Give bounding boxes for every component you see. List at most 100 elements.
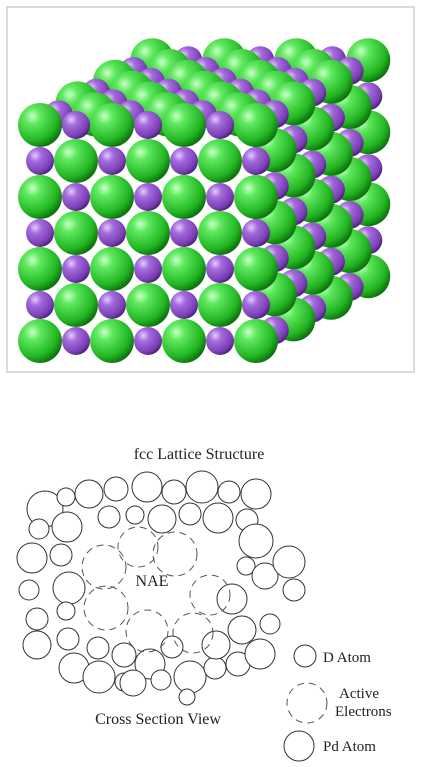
d-atom-circle bbox=[125, 505, 145, 525]
pd-atom-circle bbox=[51, 511, 83, 543]
d-atom-legend-icon bbox=[293, 644, 317, 668]
d-atom-circle bbox=[282, 578, 306, 602]
pd-atom-circle bbox=[240, 478, 272, 510]
pd-atom-circle bbox=[185, 470, 219, 504]
large-atom-sphere bbox=[198, 139, 242, 183]
large-atom-sphere bbox=[126, 139, 170, 183]
pd-atom-circle bbox=[82, 660, 116, 694]
large-atom-sphere bbox=[234, 247, 278, 291]
d-atom-circle bbox=[86, 636, 110, 660]
cross-section-diagram bbox=[16, 470, 306, 706]
small-atom-sphere bbox=[134, 183, 162, 211]
large-atom-sphere bbox=[90, 319, 134, 363]
large-atom-sphere bbox=[54, 139, 98, 183]
small-atom-sphere bbox=[134, 111, 162, 139]
large-atom-sphere bbox=[162, 175, 206, 219]
small-atom-sphere bbox=[242, 291, 270, 319]
d-atom-circle bbox=[259, 613, 281, 635]
small-atom-sphere bbox=[242, 219, 270, 247]
small-atom-sphere bbox=[170, 291, 198, 319]
d-atom-circle bbox=[161, 479, 187, 505]
d-atom-circle bbox=[49, 543, 73, 567]
active-electron-circle bbox=[81, 544, 127, 590]
small-atom-sphere bbox=[98, 147, 126, 175]
small-atom-sphere bbox=[134, 255, 162, 283]
large-atom-sphere bbox=[18, 175, 62, 219]
active-electron-circle bbox=[83, 585, 129, 631]
d-atom-circle bbox=[236, 556, 256, 576]
active-electron-circle bbox=[117, 526, 159, 568]
small-atom-sphere bbox=[26, 147, 54, 175]
legend-d-atom-label: D Atom bbox=[323, 650, 371, 666]
legend: D Atom Active Electrons Pd Atom bbox=[283, 644, 392, 762]
pd-atom-legend-icon bbox=[283, 730, 315, 762]
pd-atom-circle bbox=[16, 542, 48, 574]
small-atom-sphere bbox=[206, 111, 234, 139]
d-atom-circle bbox=[178, 502, 202, 526]
d-atom-circle bbox=[18, 579, 40, 601]
pd-atom-circle bbox=[251, 562, 279, 590]
large-atom-sphere bbox=[126, 283, 170, 327]
large-atom-sphere bbox=[54, 283, 98, 327]
d-atom-circle bbox=[111, 642, 137, 668]
pd-atom-circle bbox=[22, 630, 52, 660]
pd-atom-circle bbox=[201, 630, 231, 660]
pd-atom-circle bbox=[119, 669, 147, 697]
pd-atom-circle bbox=[227, 615, 257, 645]
pd-atom-circle bbox=[131, 471, 163, 503]
pd-atom-circle bbox=[147, 504, 177, 534]
small-atom-sphere bbox=[98, 219, 126, 247]
large-atom-sphere bbox=[162, 319, 206, 363]
d-atom-circle bbox=[56, 627, 80, 651]
pd-atom-circle bbox=[52, 571, 86, 605]
active-electron-circle bbox=[189, 574, 231, 616]
large-atom-sphere bbox=[126, 211, 170, 255]
active-electron-circle bbox=[172, 612, 214, 654]
large-atom-sphere bbox=[18, 247, 62, 291]
pd-atom-circle bbox=[272, 545, 306, 579]
small-atom-sphere bbox=[206, 255, 234, 283]
legend-electrons-label: Electrons bbox=[335, 704, 392, 720]
small-atom-sphere bbox=[242, 147, 270, 175]
small-atom-sphere bbox=[62, 327, 90, 355]
large-atom-sphere bbox=[90, 247, 134, 291]
d-atom-circle bbox=[56, 487, 76, 507]
small-atom-sphere bbox=[26, 219, 54, 247]
crystal-lattice-render bbox=[18, 38, 391, 363]
active-electrons-legend-icon bbox=[286, 682, 328, 724]
small-atom-sphere bbox=[62, 111, 90, 139]
d-atom-circle bbox=[97, 505, 121, 529]
large-atom-sphere bbox=[162, 103, 206, 147]
active-electron-circle bbox=[152, 531, 198, 577]
legend-active-label: Active bbox=[339, 686, 379, 702]
pd-atom-circle bbox=[244, 638, 276, 670]
large-atom-sphere bbox=[90, 103, 134, 147]
large-atom-sphere bbox=[234, 319, 278, 363]
pd-atom-circle bbox=[216, 583, 248, 615]
d-atom-circle bbox=[103, 476, 129, 502]
d-atom-circle bbox=[56, 601, 76, 621]
d-atom-circle bbox=[28, 518, 50, 540]
d-atom-circle bbox=[217, 480, 241, 504]
small-atom-sphere bbox=[170, 147, 198, 175]
large-atom-sphere bbox=[198, 211, 242, 255]
d-atom-circle bbox=[203, 656, 227, 680]
cross-section-label: Cross Section View bbox=[95, 711, 221, 728]
small-atom-sphere bbox=[206, 327, 234, 355]
large-atom-sphere bbox=[54, 211, 98, 255]
nae-label: NAE bbox=[136, 573, 169, 590]
lattice-title: fcc Lattice Structure bbox=[134, 446, 265, 463]
pd-atom-circle bbox=[202, 502, 234, 534]
small-atom-sphere bbox=[98, 291, 126, 319]
active-electron-circle bbox=[125, 609, 169, 653]
pd-atom-circle bbox=[238, 523, 274, 559]
small-atom-sphere bbox=[170, 219, 198, 247]
small-atom-sphere bbox=[62, 255, 90, 283]
pd-atom-circle bbox=[74, 479, 104, 509]
d-atom-circle bbox=[160, 635, 184, 659]
small-atom-sphere bbox=[134, 327, 162, 355]
small-atom-sphere bbox=[26, 291, 54, 319]
large-atom-sphere bbox=[18, 319, 62, 363]
large-atom-sphere bbox=[162, 247, 206, 291]
